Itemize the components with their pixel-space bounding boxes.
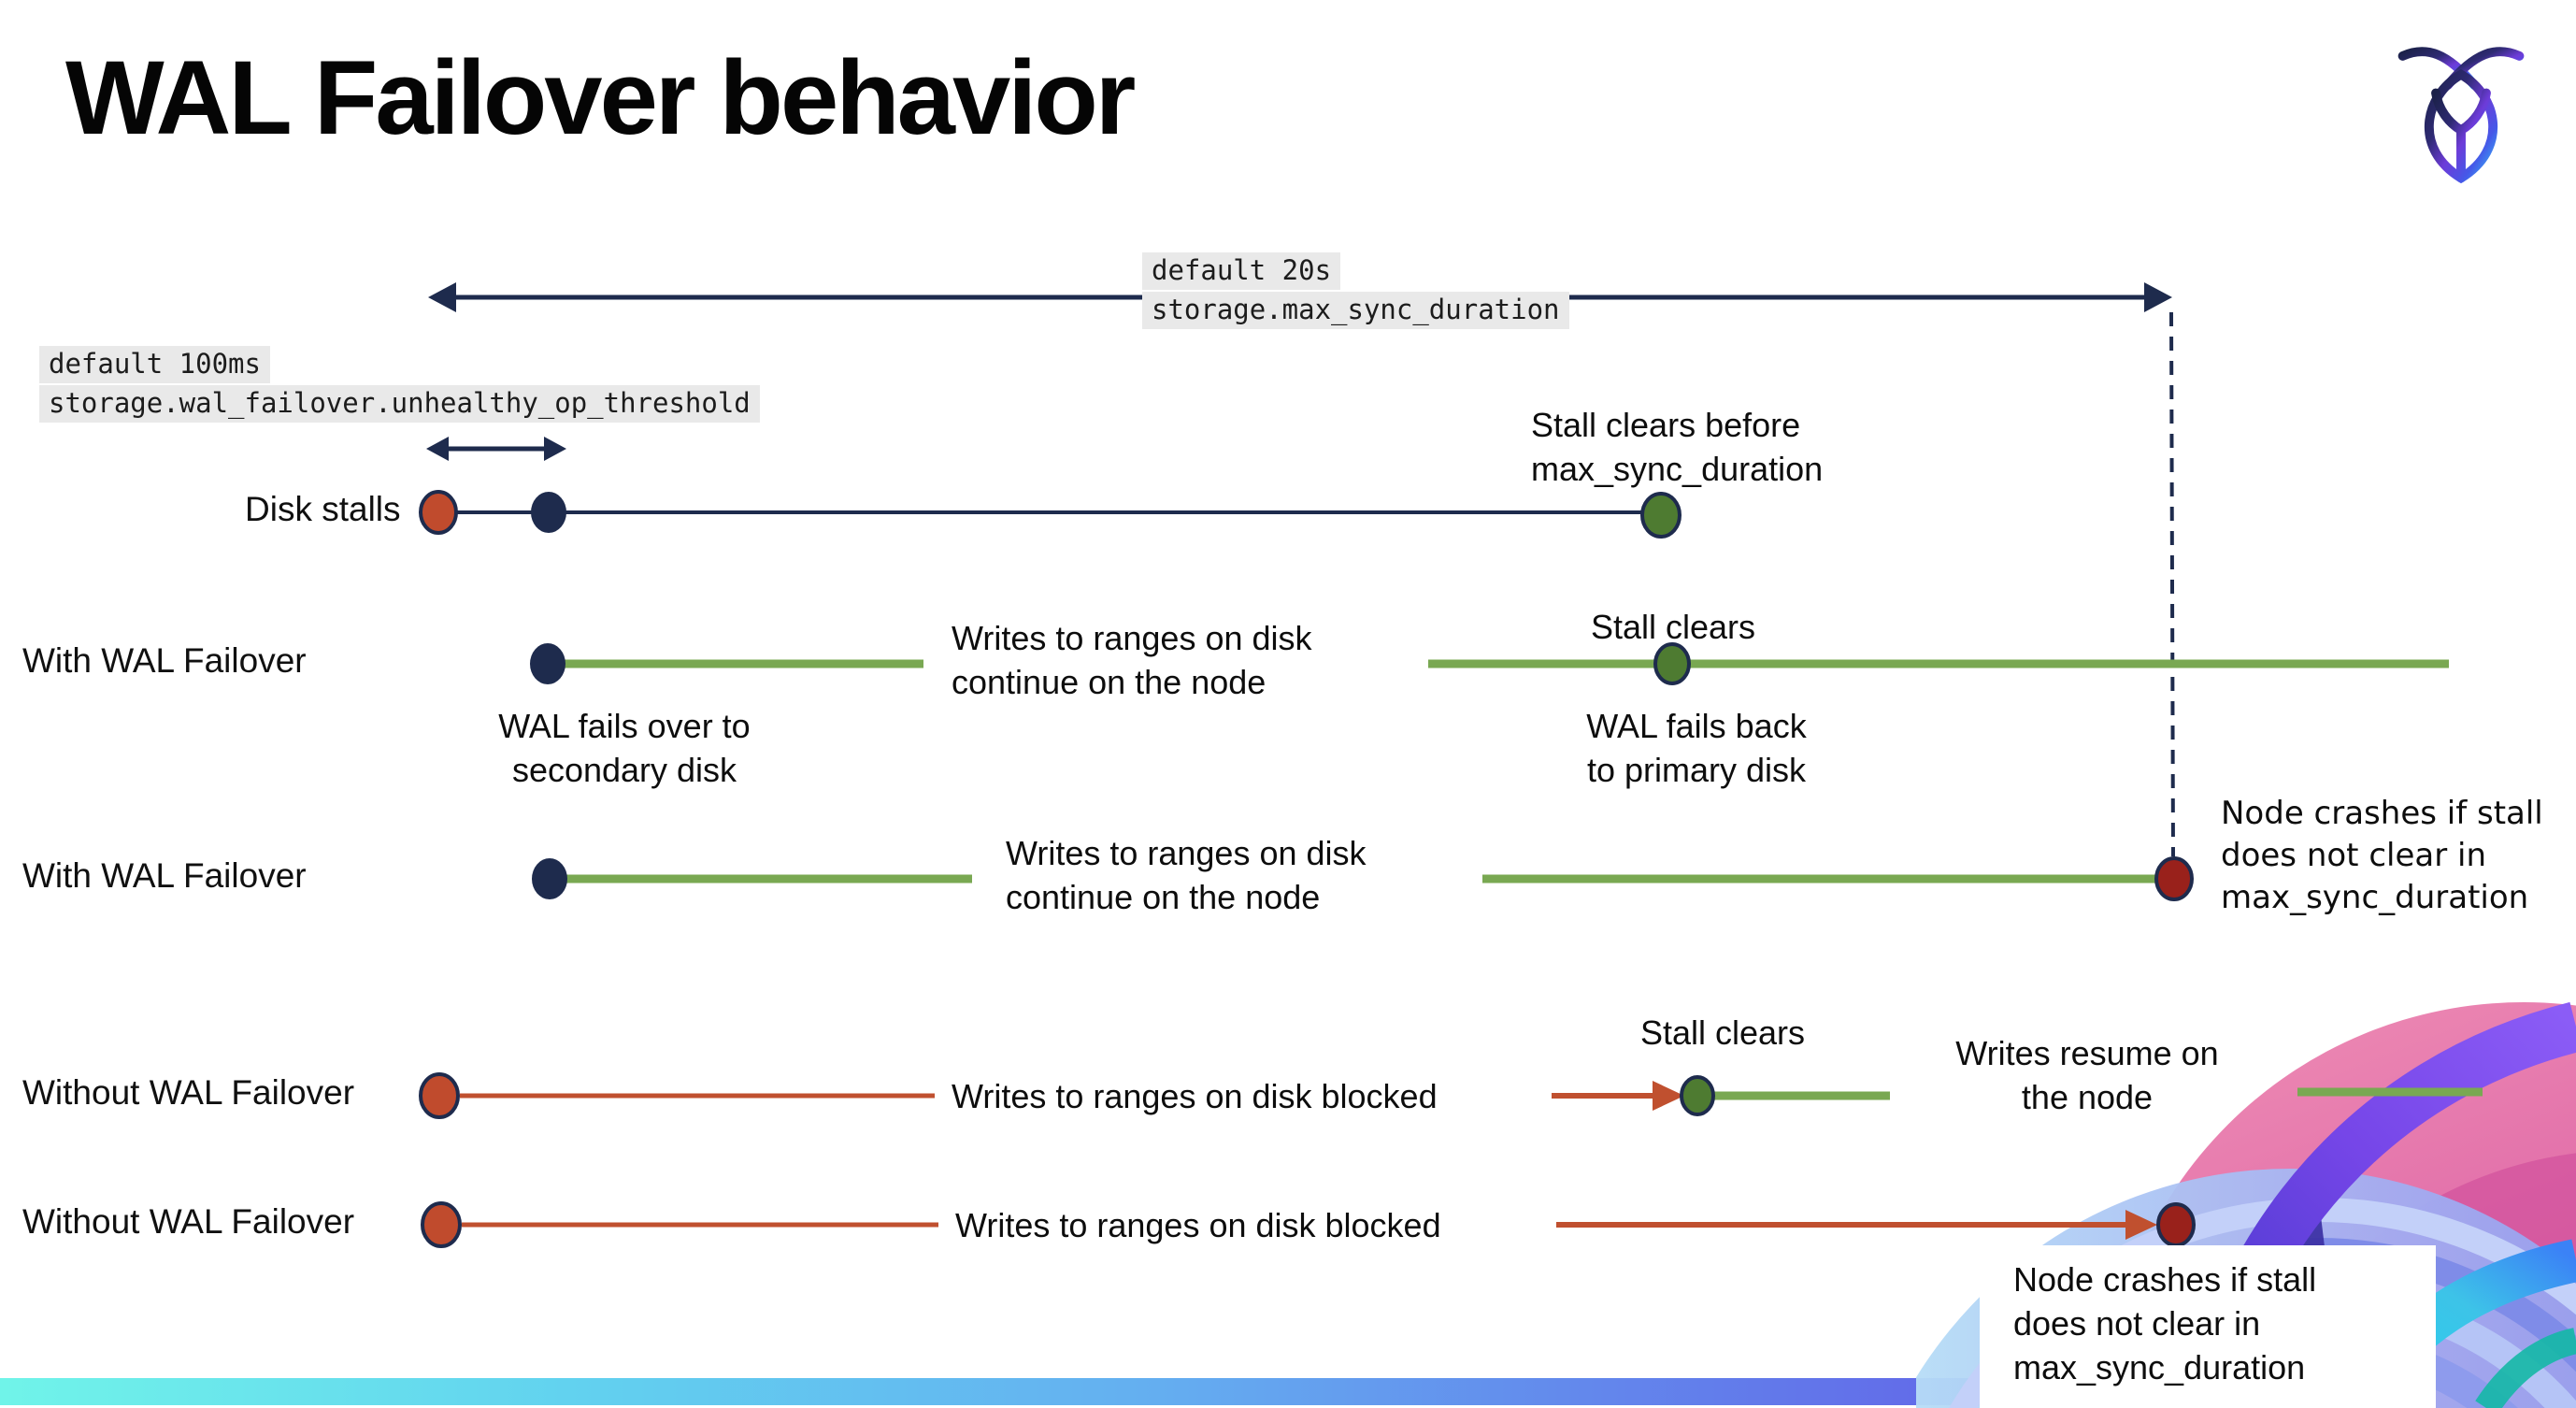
row-without-wal-2 (421, 1201, 2196, 1248)
note-stall-clears-1: Stall clears (1590, 608, 1756, 646)
note-wal-fails-over: WAL fails over to secondary disk (498, 707, 751, 789)
crash-dot-1 (2154, 856, 2194, 901)
note-writes-continue-2: Writes to ranges on disk continue on the… (1006, 834, 1367, 916)
row-without-wal-1 (419, 1072, 2483, 1119)
note-wal-fails-back: WAL fails back to primary disk (1586, 707, 1807, 789)
failover-dot-2 (532, 858, 567, 899)
unhealthy-setting-label: storage.wal_failover.unhealthy_op_thresh… (39, 384, 760, 423)
stall-clears-dot (1640, 492, 1682, 539)
page-title: WAL Failover behavior (65, 39, 1136, 156)
deadline-dashed-line (2169, 311, 2175, 857)
note-node-crashes-right: Node crashes if stall does not clear in … (2221, 795, 2543, 917)
note-writes-continue-1: Writes to ranges on disk continue on the… (952, 619, 1312, 701)
note-node-crashes-bottom: Node crashes if stall does not clear in … (2013, 1260, 2317, 1386)
failback-dot (1653, 642, 1691, 685)
unhealthy-span-arrow (426, 437, 566, 461)
max-sync-callout: default 20s storage.max_sync_duration (1142, 252, 1569, 331)
stall-clears-dot-2 (1680, 1075, 1715, 1116)
stall-start-dot (419, 490, 458, 535)
cockroachdb-logo-icon (2397, 47, 2525, 183)
threshold-dot (531, 492, 566, 533)
max-sync-default-label: default 20s (1142, 252, 1341, 290)
row-label-without-wal-1: Without WAL Failover (22, 1073, 355, 1112)
note-stall-clears-2: Stall clears (1639, 1013, 1806, 1052)
row-label-with-wal-2: With WAL Failover (22, 856, 307, 895)
unhealthy-threshold-callout: default 100ms storage.wal_failover.unhea… (39, 346, 760, 424)
row-disk-stalls (419, 490, 1682, 539)
crash-dot-2 (2156, 1202, 2196, 1247)
stall-start-dot-2 (419, 1072, 460, 1119)
note-writes-resume: Writes resume on the node (1955, 1034, 2219, 1116)
stall-start-dot-3 (421, 1201, 462, 1248)
row-with-wal-2 (532, 856, 2194, 901)
note-writes-blocked-1: Writes to ranges on disk blocked (952, 1077, 1438, 1115)
unhealthy-default-label: default 100ms (39, 346, 270, 383)
logo-vein (2431, 88, 2491, 183)
graphic-teal-band-small (2475, 1328, 2576, 1408)
note-writes-blocked-2: Writes to ranges on disk blocked (955, 1206, 1441, 1244)
row-label-disk-stalls: Disk stalls (245, 490, 401, 528)
failover-dot (530, 643, 565, 684)
crash-note-box: Node crashes if stall does not clear in … (1980, 1245, 2436, 1408)
row-with-wal-1 (530, 642, 2449, 685)
row-label-without-wal-2: Without WAL Failover (22, 1202, 355, 1241)
row-label-with-wal-1: With WAL Failover (22, 641, 307, 680)
max-sync-setting-label: storage.max_sync_duration (1142, 291, 1569, 329)
note-stall-clears-before: Stall clears before max_sync_duration (1531, 406, 1824, 488)
